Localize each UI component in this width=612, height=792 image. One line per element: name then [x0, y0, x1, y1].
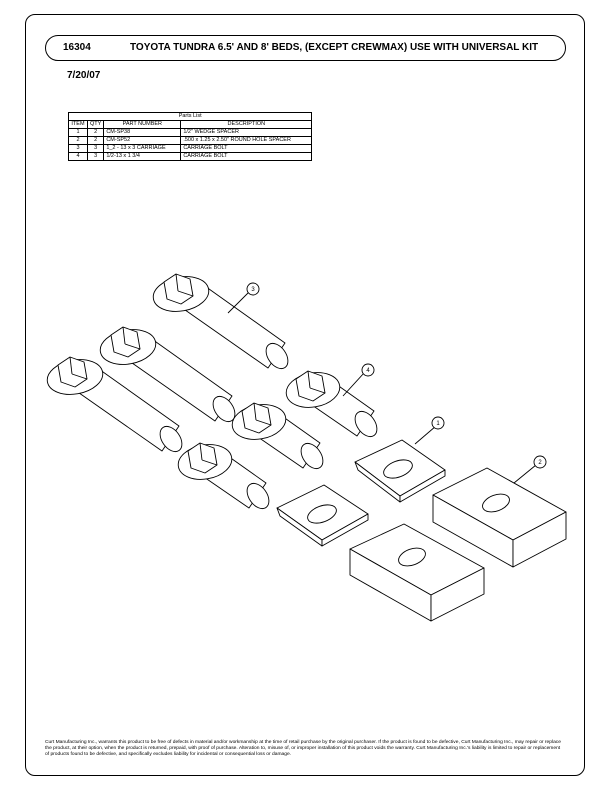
cell-qty: 3 — [86, 152, 105, 161]
wedge-spacer — [276, 484, 369, 547]
carriage-bolt-long — [99, 326, 236, 423]
warranty-text: Curt Manufacturing Inc., warrants this p… — [45, 740, 561, 757]
callout-leaders — [227, 291, 537, 484]
part-number: 16304 — [63, 42, 91, 53]
table-row: 4 3 1/2-13 x 1 3/4 CARRIAGE BOLT — [68, 152, 313, 161]
callout-label: 1 — [436, 421, 440, 427]
document-date: 7/20/07 — [67, 70, 101, 81]
carriage-bolt-long — [46, 356, 183, 453]
cell-description: CARRIAGE BOLT — [180, 152, 313, 161]
callout-label: 2 — [538, 460, 542, 466]
wedge-spacer — [354, 439, 446, 503]
title-box — [45, 35, 566, 61]
page-border — [25, 14, 585, 776]
callout-label: 4 — [366, 368, 370, 374]
document-title: TOYOTA TUNDRA 6.5' AND 8' BEDS, (EXCEPT … — [130, 42, 539, 53]
carriage-bolt-short — [285, 370, 378, 438]
carriage-bolt-short — [231, 402, 324, 470]
carriage-bolt-short — [177, 442, 270, 510]
round-hole-spacer — [432, 467, 567, 568]
carriage-bolt-long — [152, 273, 289, 370]
round-hole-spacer — [349, 523, 485, 622]
callout-circles — [246, 282, 547, 469]
parts-list-table: Parts List ITEM QTY PART NUMBER DESCRIPT… — [67, 112, 313, 161]
callout-label: 3 — [251, 287, 255, 293]
